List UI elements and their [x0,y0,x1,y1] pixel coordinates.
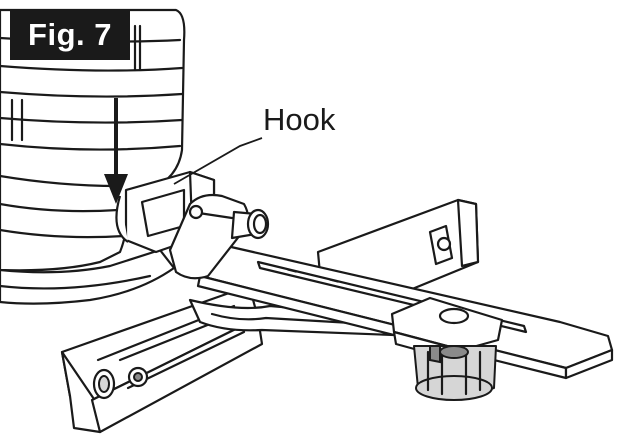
guide-foot-left [60,290,264,434]
clamp-handle [168,193,270,280]
figure-label: Fig. 7 [10,10,130,60]
router-motor-housing [0,8,186,305]
hook-callout-label: Hook [263,102,336,137]
hook-leader-line [173,137,263,185]
down-arrow-icon [104,98,128,204]
slide-lock-assembly [390,296,504,401]
